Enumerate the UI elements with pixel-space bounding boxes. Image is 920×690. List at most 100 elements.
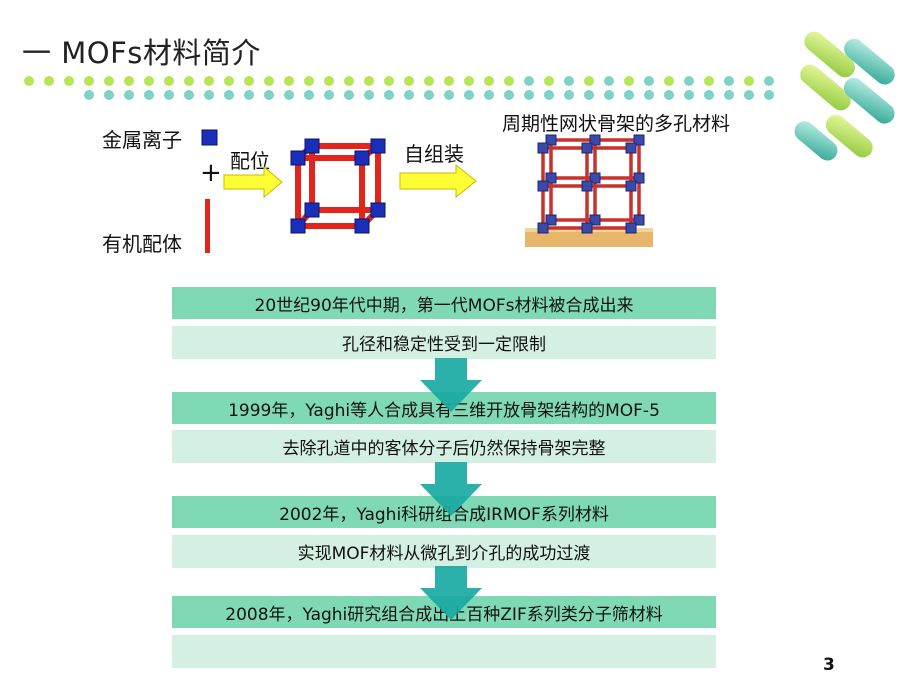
- porous-framework-label: 周期性网状骨架的多孔材料: [502, 113, 731, 135]
- decorative-dot: [604, 76, 614, 86]
- decorative-dot: [204, 90, 214, 100]
- framework-node: [633, 214, 645, 226]
- framework-node: [545, 172, 557, 184]
- decorative-dot: [704, 76, 714, 86]
- decorative-dot: [184, 90, 194, 100]
- decorative-dot: [84, 76, 94, 86]
- decorative-dot: [744, 90, 754, 100]
- down-arrow-icon: [420, 462, 482, 516]
- self-assembly-arrow-icon: [399, 163, 477, 199]
- decorative-dot: [664, 90, 674, 100]
- timeline-heading-1: 20世纪90年代中期，第一代MOFs材料被合成出来: [172, 287, 716, 319]
- decorative-dot: [724, 76, 734, 86]
- framework-node: [537, 142, 549, 154]
- framework-node: [537, 222, 549, 234]
- decorative-dot: [124, 90, 134, 100]
- porous-framework-icon: [525, 134, 653, 247]
- organic-ligand-label: 有机配体: [102, 232, 182, 256]
- decorative-dot: [544, 76, 554, 86]
- plus-sign: +: [200, 158, 222, 188]
- decorative-dot: [744, 76, 754, 86]
- down-arrow-icon: [420, 566, 482, 620]
- decorative-dot: [324, 90, 334, 100]
- decorative-dot: [684, 76, 694, 86]
- decorative-dot: [684, 90, 694, 100]
- decorative-dot: [564, 76, 574, 86]
- decorative-dot: [524, 76, 534, 86]
- coordination-label: 配位: [230, 149, 270, 173]
- decorative-dot: [144, 90, 154, 100]
- ligand-bar-icon: [205, 199, 210, 253]
- decorative-dot: [624, 76, 634, 86]
- decorative-dot: [424, 90, 434, 100]
- decorative-dot: [624, 90, 634, 100]
- decorative-dot: [464, 76, 474, 86]
- decorative-dot: [664, 76, 674, 86]
- timeline-detail-3: 实现MOF材料从微孔到介孔的成功过渡: [172, 535, 716, 568]
- framework-node: [589, 134, 601, 146]
- decorative-dot-row-top: [24, 76, 784, 88]
- decorative-dot: [164, 90, 174, 100]
- decorative-dot: [584, 90, 594, 100]
- framework-node: [581, 142, 593, 154]
- decorative-dot: [364, 90, 374, 100]
- framework-node: [545, 134, 557, 146]
- framework-node: [633, 172, 645, 184]
- decorative-dot: [304, 90, 314, 100]
- page-number: 3: [823, 655, 835, 675]
- decorative-dot: [644, 76, 654, 86]
- metal-ion-cube-icon: [201, 129, 218, 146]
- decorative-dot: [44, 76, 54, 86]
- framework-node: [581, 222, 593, 234]
- decorative-dot: [404, 90, 414, 100]
- down-arrow-icon: [420, 358, 482, 412]
- decorative-dot: [444, 76, 454, 86]
- decorative-dot: [424, 76, 434, 86]
- decorative-dot: [384, 76, 394, 86]
- decorative-dot: [84, 90, 94, 100]
- decorative-dot: [344, 90, 354, 100]
- decorative-dot: [144, 76, 154, 86]
- decorative-dot: [204, 76, 214, 86]
- framework-node: [633, 134, 645, 146]
- decorative-dot: [284, 76, 294, 86]
- self-assembly-label: 自组装: [404, 142, 464, 166]
- decorative-dot: [504, 90, 514, 100]
- decorative-cylinders: [794, 31, 895, 161]
- slide-title: 一 MOFs材料简介: [22, 36, 261, 70]
- decorative-dot: [764, 76, 774, 86]
- unit-cell-cube-icon: [290, 138, 386, 234]
- framework-node: [581, 180, 593, 192]
- decorative-dot: [544, 90, 554, 100]
- decorative-dot: [284, 90, 294, 100]
- decorative-dot: [104, 76, 114, 86]
- decorative-dot: [704, 90, 714, 100]
- decorative-dot: [724, 90, 734, 100]
- framework-node: [625, 222, 637, 234]
- decorative-dot: [644, 90, 654, 100]
- decorative-dot: [504, 76, 514, 86]
- decorative-dot: [184, 76, 194, 86]
- framework-node: [589, 214, 601, 226]
- decorative-dot: [444, 90, 454, 100]
- decorative-dot: [244, 90, 254, 100]
- decorative-dot: [324, 76, 334, 86]
- decorative-dot: [224, 76, 234, 86]
- decorative-dot: [264, 76, 274, 86]
- framework-node: [625, 180, 637, 192]
- decorative-dot: [64, 76, 74, 86]
- decorative-dot: [484, 76, 494, 86]
- framework-node: [589, 172, 601, 184]
- framework-node: [537, 180, 549, 192]
- decorative-dot-row-bottom: [84, 90, 784, 102]
- decorative-dot: [164, 76, 174, 86]
- decorative-dot: [464, 90, 474, 100]
- decorative-dot: [104, 90, 114, 100]
- decorative-dot: [564, 90, 574, 100]
- framework-node: [625, 142, 637, 154]
- decorative-dot: [224, 90, 234, 100]
- decorative-dot: [484, 90, 494, 100]
- decorative-dot: [604, 90, 614, 100]
- decorative-dot: [244, 76, 254, 86]
- framework-node: [545, 214, 557, 226]
